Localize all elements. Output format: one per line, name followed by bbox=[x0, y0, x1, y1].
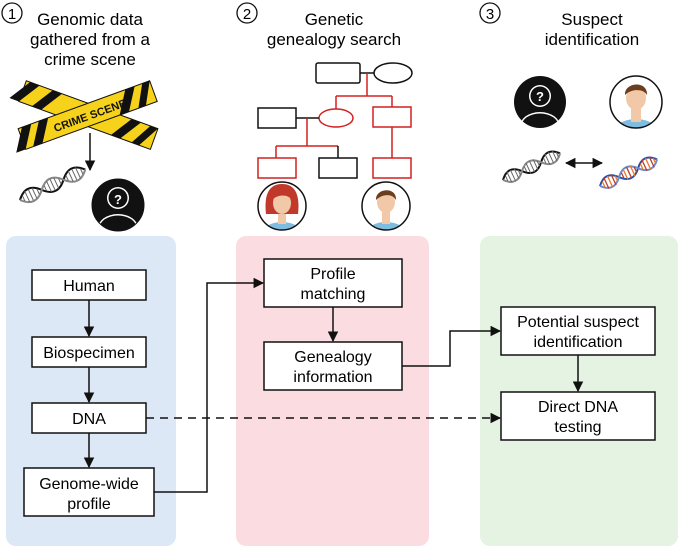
step2-number-circle bbox=[236, 2, 258, 24]
profile-matching-box bbox=[263, 258, 403, 308]
dna-label: DNA bbox=[72, 411, 106, 428]
family-tree-icon bbox=[257, 62, 413, 179]
potential-suspect-box bbox=[500, 306, 656, 356]
unknown-mark: ? bbox=[114, 192, 122, 207]
step2-title-line1: Genetic bbox=[305, 10, 364, 29]
human-box bbox=[31, 269, 147, 301]
step1-title-line3: crime scene bbox=[44, 50, 136, 69]
genealogy-information-box bbox=[263, 341, 403, 391]
identified-suspect-avatar bbox=[609, 75, 663, 129]
dna-helix-icon bbox=[19, 166, 87, 204]
unknown-suspect-icon: ? bbox=[514, 76, 566, 128]
genealogy-information-line1: Genealogy bbox=[294, 349, 371, 366]
step3-title-line1: Suspect bbox=[561, 10, 623, 29]
step1-number-circle bbox=[1, 2, 23, 24]
arrow-genome-to-profile-matching bbox=[154, 277, 265, 493]
potential-suspect-line1: Potential suspect bbox=[517, 314, 639, 331]
profile-matching-line2: matching bbox=[301, 286, 366, 303]
reference-dna-helix-icon bbox=[599, 156, 659, 189]
unknown-suspect-mark: ? bbox=[536, 89, 544, 104]
direct-dna-testing-line2: testing bbox=[554, 419, 601, 436]
direct-dna-testing-line1: Direct DNA bbox=[538, 399, 618, 416]
woman-avatar bbox=[257, 181, 307, 231]
genome-wide-label-line1: Genome-wide bbox=[39, 476, 139, 493]
direct-dna-testing-box bbox=[500, 391, 656, 441]
step2-title-line2: genealogy search bbox=[267, 30, 401, 49]
step3-header: 3 Suspect identification bbox=[479, 2, 640, 49]
panel-genealogy bbox=[236, 236, 429, 546]
arrow-genealogy-to-potential-suspect bbox=[402, 325, 502, 367]
step1-title-line2: gathered from a bbox=[30, 30, 151, 49]
suspect-dna-helix-icon bbox=[502, 150, 562, 183]
unknown-person-icon: ? bbox=[91, 178, 145, 232]
step1-number: 1 bbox=[8, 6, 16, 23]
genealogy-information-line2: information bbox=[293, 369, 372, 386]
genome-wide-profile-box bbox=[23, 467, 155, 517]
step3-number-circle bbox=[479, 2, 501, 24]
genome-wide-label-line2: profile bbox=[67, 496, 111, 513]
step1-header: 1 Genomic data gathered from a crime sce… bbox=[1, 2, 151, 69]
step2-number: 2 bbox=[243, 6, 251, 23]
human-label: Human bbox=[63, 278, 115, 295]
step3-title-line2: identification bbox=[545, 30, 640, 49]
step3-number: 3 bbox=[486, 6, 494, 23]
biospecimen-label: Biospecimen bbox=[43, 345, 135, 362]
profile-matching-line1: Profile bbox=[310, 266, 355, 283]
panel-suspect bbox=[480, 236, 678, 546]
potential-suspect-line2: identification bbox=[534, 334, 623, 351]
step2-header: 2 Genetic genealogy search bbox=[236, 2, 401, 49]
biospecimen-box bbox=[31, 336, 147, 368]
man-avatar bbox=[361, 181, 411, 231]
crime-scene-tape-icon: CRIME SCENE bbox=[9, 80, 159, 153]
step1-title-line1: Genomic data bbox=[37, 10, 143, 29]
